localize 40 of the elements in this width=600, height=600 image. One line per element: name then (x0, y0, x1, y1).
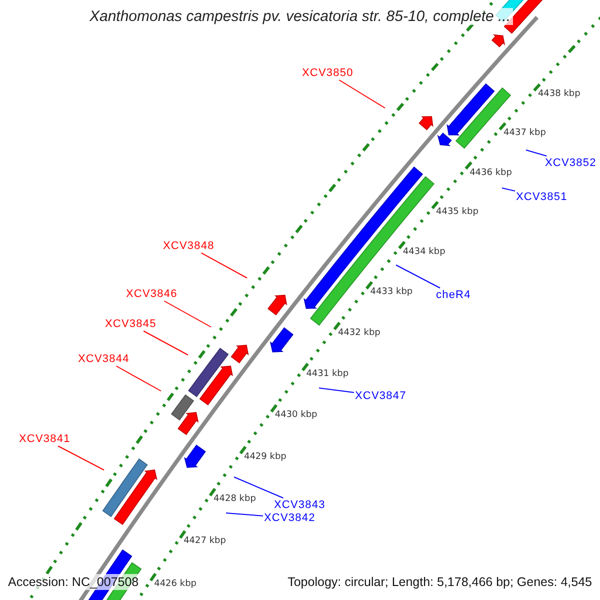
tick-label: 4433 kbp (370, 287, 413, 298)
tick-label: 4435 kbp (436, 207, 478, 218)
tick-label: 4429 kbp (244, 452, 286, 462)
tick-label: 4427 kbp (184, 536, 226, 546)
tick-label: 4431 kbp (306, 369, 349, 379)
leader-line (143, 330, 188, 356)
tick-label: 4434 kbp (402, 247, 446, 258)
gene-label: XCV3847 (355, 390, 406, 402)
gene-label: XCV3852 (545, 157, 596, 169)
gene-label: XCV3846 (126, 288, 178, 300)
gene-label: XCV3848 (163, 240, 214, 252)
leader-line (200, 252, 248, 278)
tick-label: 4437 kbp (504, 128, 546, 138)
leader-line (234, 476, 284, 498)
title: Xanthomonas campestris pv. vesicatoria str. 85-10, complete ... (87, 8, 513, 25)
gene-label: XCV3845 (105, 318, 156, 330)
tick-label: 4438 kbp (538, 89, 580, 100)
leader-line (226, 512, 264, 516)
tick-label: 4428 kbp (214, 494, 256, 504)
accession-label: Accession: NC_007508 (8, 574, 139, 590)
leader-line (338, 80, 386, 108)
tick-label: 4426 kbp (154, 579, 196, 590)
leader-line (318, 388, 354, 394)
leader-line (116, 366, 162, 392)
gene-label: XCV3851 (516, 191, 568, 203)
genome-info: Topology: circular; Length: 5,178,466 bp; Genes: 4,545 (288, 574, 592, 590)
tick-label: 4432 kbp (338, 328, 380, 338)
leader-line (164, 300, 212, 328)
gene-label: XCV3844 (78, 353, 130, 365)
gene-label: XCV3841 (19, 433, 70, 445)
gene-label: XCV3850 (302, 67, 354, 79)
gene-label: XCV3842 (264, 512, 316, 524)
leader-line (502, 188, 516, 192)
tick-label: 4430 kbp (274, 410, 318, 420)
leader-line (58, 446, 104, 470)
leader-line (396, 264, 440, 288)
gene-label: cheR4 (436, 289, 471, 301)
gene-label: XCV3843 (274, 499, 326, 511)
tick-label: 4436 kbp (470, 168, 512, 178)
leader-line (526, 150, 548, 156)
